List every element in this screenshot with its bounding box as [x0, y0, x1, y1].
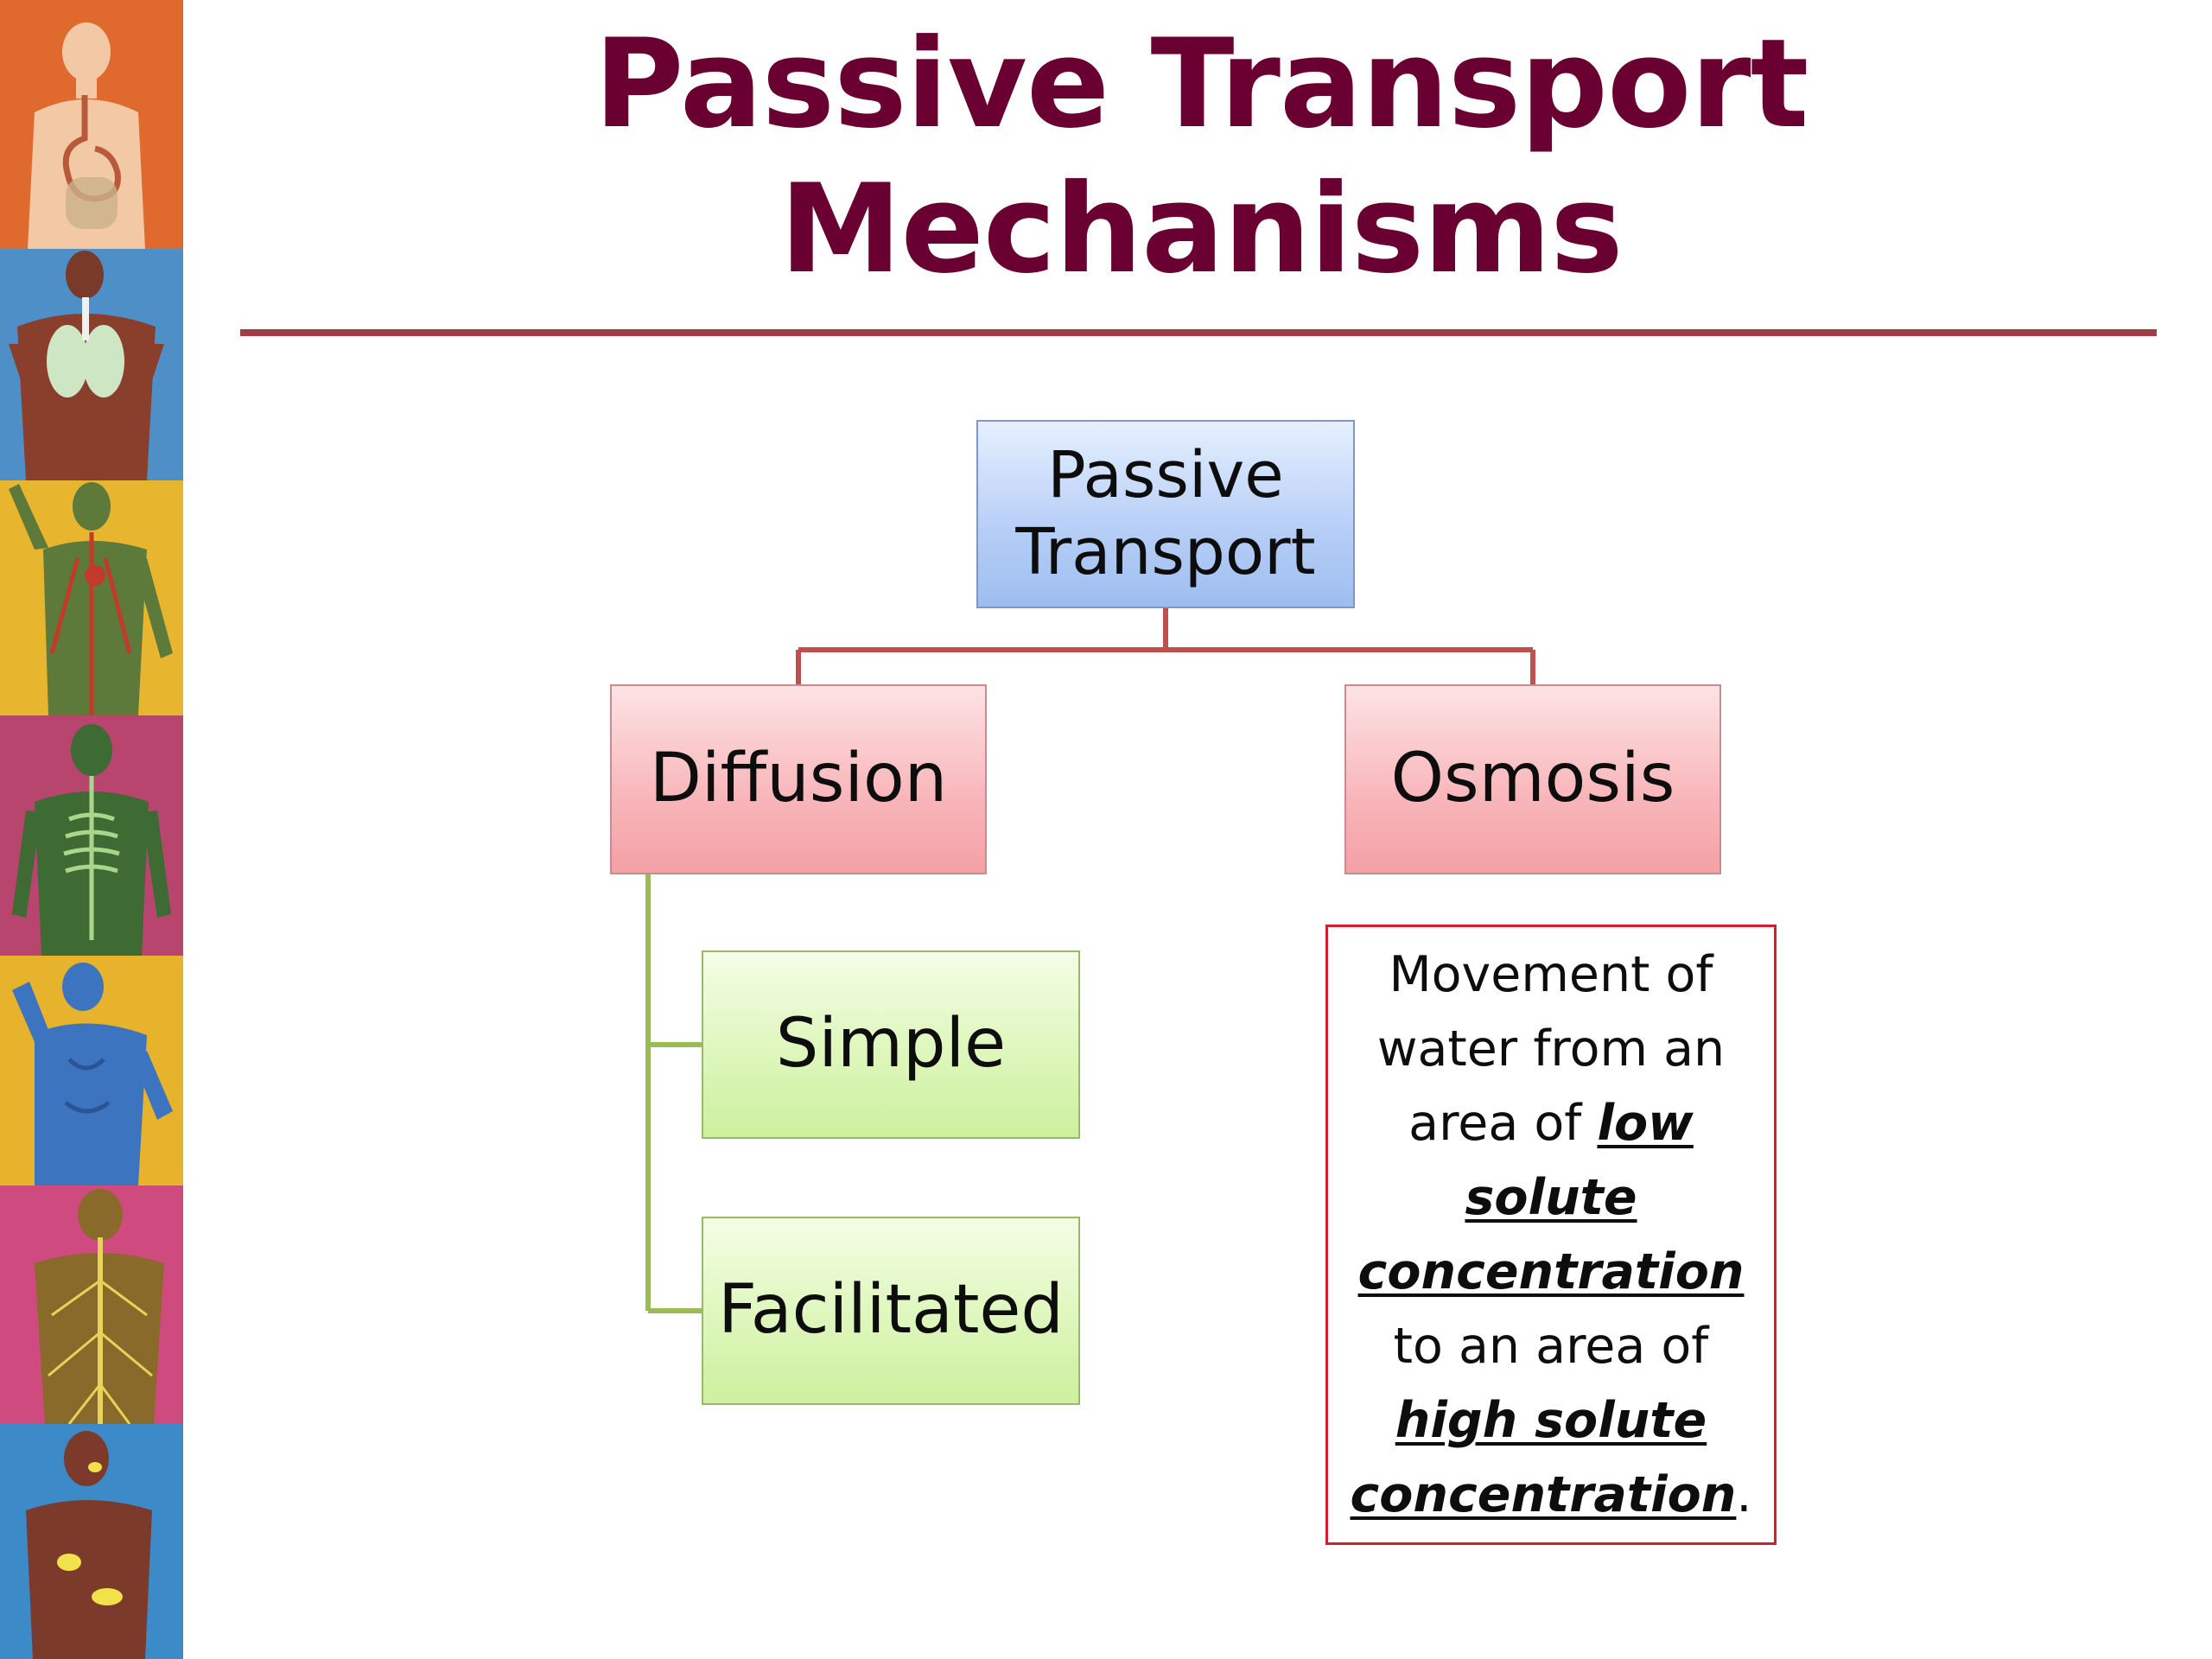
definition-line-3-plain: area of [1408, 1095, 1598, 1152]
definition-line-5: concentration [1328, 1235, 1774, 1309]
node-osmosis: Osmosis [1344, 684, 1721, 874]
node-diffusion: Diffusion [610, 684, 987, 874]
definition-line-6: to an area of [1393, 1318, 1709, 1375]
definition-line-3: area of low [1328, 1086, 1774, 1160]
muscular-system-icon [0, 956, 183, 1185]
circulatory-system-icon [0, 480, 183, 715]
node-osmosis-label: Osmosis [1390, 740, 1675, 818]
node-facilitated-label: Facilitated [718, 1271, 1064, 1350]
definition-emphasis-concentration-2: concentration [1350, 1466, 1737, 1523]
definition-emphasis-solute: solute [1465, 1169, 1637, 1226]
definition-emphasis-low: low [1597, 1095, 1694, 1152]
definition-line-7: high solute [1328, 1383, 1774, 1458]
node-simple-label: Simple [775, 1005, 1007, 1084]
nervous-system-icon [0, 1185, 183, 1424]
definition-emphasis-concentration-1: concentration [1357, 1243, 1745, 1300]
definition-line-8: concentration. [1328, 1458, 1774, 1532]
definition-emphasis-high-solute: high solute [1395, 1392, 1707, 1449]
osmosis-definition-box: Movement of water from an area of low so… [1325, 925, 1777, 1545]
node-passive-transport-label: Passive Transport [1015, 438, 1316, 589]
title-line-2: Mechanisms [779, 158, 1623, 301]
definition-line-2: water from an [1376, 1020, 1726, 1077]
node-passive-transport: Passive Transport [976, 420, 1355, 608]
respiratory-system-icon [0, 249, 183, 480]
definition-line-1: Movement of [1389, 946, 1713, 1003]
node-simple: Simple [702, 950, 1080, 1139]
digestive-system-icon [0, 0, 183, 249]
skeletal-system-icon [0, 715, 183, 956]
title-line-1: Passive Transport [594, 13, 1809, 156]
endocrine-system-icon [0, 1424, 183, 1659]
definition-period: . [1736, 1466, 1752, 1523]
root-connector [796, 608, 1535, 684]
body-systems-strip [0, 0, 183, 1659]
node-diffusion-label: Diffusion [649, 740, 948, 818]
definition-line-4: solute [1328, 1160, 1774, 1235]
title-divider [240, 329, 2157, 336]
page-title: Passive Transport Mechanisms [242, 12, 2160, 302]
diffusion-connector [645, 874, 702, 1313]
node-facilitated: Facilitated [702, 1217, 1080, 1405]
